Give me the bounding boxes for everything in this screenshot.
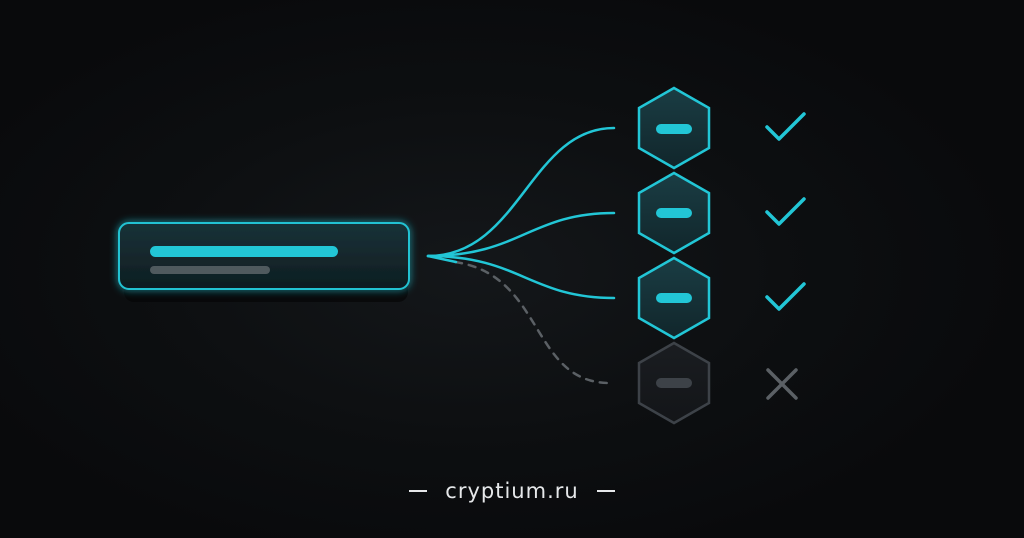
connector-2 (426, 211, 616, 258)
connector-3 (426, 254, 616, 300)
check-icon (765, 282, 806, 311)
hex-node-2 (637, 171, 711, 255)
connector-4-dashed (453, 260, 612, 385)
hex-node-3 (637, 256, 711, 340)
connector-4-start (426, 254, 458, 264)
footer-dash-left (409, 490, 428, 492)
connectors (426, 126, 616, 385)
hex-node-3-bar (656, 293, 692, 303)
hex-node-1 (637, 86, 711, 170)
hex-node-4-bar (656, 378, 692, 388)
connector-1 (426, 126, 616, 258)
source-card (118, 222, 410, 290)
hex-node-1-bar (656, 124, 692, 134)
check-icon (765, 197, 806, 226)
check-icon (765, 112, 806, 141)
brand-text: cryptium.ru (445, 479, 579, 503)
hex-node-4-inactive (637, 341, 711, 425)
source-card-subtitle-bar (150, 266, 270, 274)
cross-icon (766, 368, 798, 400)
footer-dash-right (596, 490, 615, 492)
footer-brand: cryptium.ru (0, 474, 1024, 508)
source-card-title-bar (150, 246, 338, 257)
hex-node-2-bar (656, 208, 692, 218)
